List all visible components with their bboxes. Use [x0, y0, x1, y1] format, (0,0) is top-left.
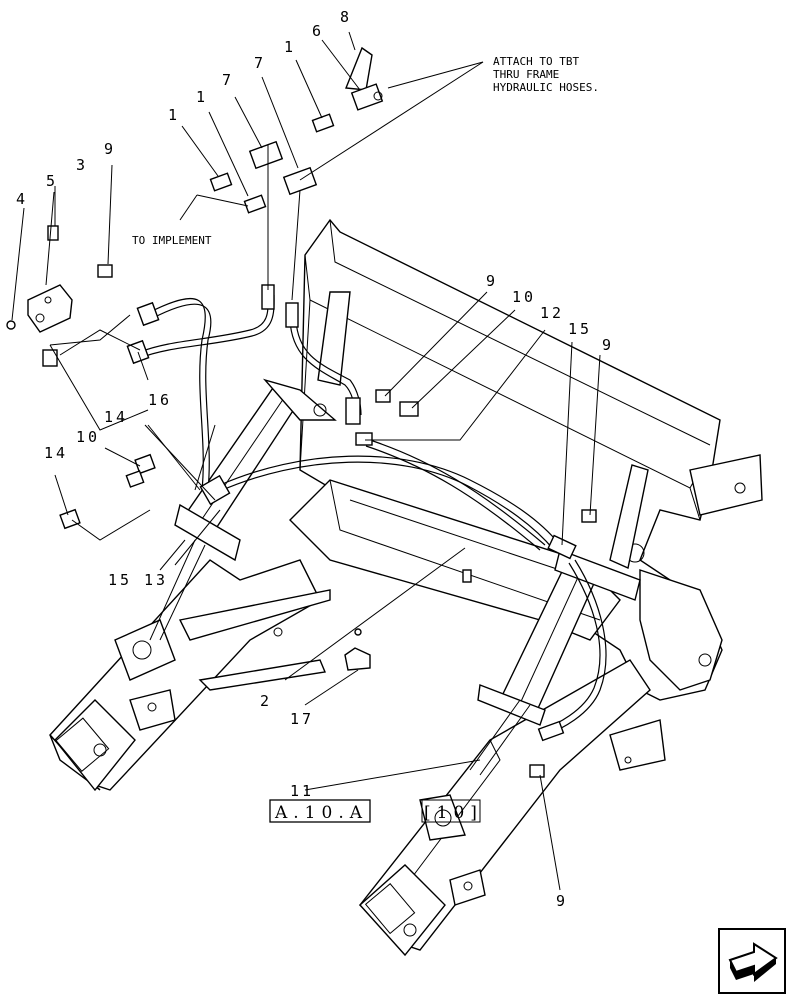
callout-9: 9 [104, 140, 116, 158]
hydraulic-hoses [139, 294, 607, 736]
callout-11: 11 [290, 782, 314, 800]
callout-1: 1 [168, 106, 180, 124]
callout-12: 12 [540, 304, 564, 322]
attach-note-line-1: ATTACH TO TBT [493, 55, 579, 68]
arrow-right-icon [728, 942, 778, 982]
callout-5: 5 [46, 172, 58, 190]
cross-member [289, 479, 621, 641]
callout-labels: 8 6 1 7 7 1 1 9 3 5 4 9 10 12 15 9 16 14… [16, 8, 614, 910]
callout-7: 7 [222, 71, 234, 89]
callout-1: 1 [284, 38, 296, 56]
section-reference[interactable]: A.10.A [10] [269, 799, 483, 823]
callout-9: 9 [556, 892, 568, 910]
callout-8: 8 [340, 8, 352, 26]
callout-15: 15 [568, 320, 592, 338]
next-page-button[interactable] [718, 928, 786, 994]
callout-6: 6 [312, 22, 324, 40]
callout-17: 17 [290, 710, 314, 728]
callout-10: 10 [512, 288, 536, 306]
attach-note-line-2: THRU FRAME [493, 68, 559, 81]
callout-4: 4 [16, 190, 28, 208]
notes: ATTACH TO TBT THRU FRAME HYDRAULIC HOSES… [132, 55, 599, 247]
section-reference-figure: [10] [424, 803, 483, 823]
section-reference-code: A.10.A [274, 803, 368, 823]
callout-15: 15 [108, 571, 132, 589]
callout-14: 14 [104, 408, 128, 426]
attach-note-line-3: HYDRAULIC HOSES. [493, 81, 599, 94]
callout-9: 9 [602, 336, 614, 354]
callout-2: 2 [260, 692, 272, 710]
callout-9: 9 [486, 272, 498, 290]
callout-14: 14 [44, 444, 68, 462]
callout-3: 3 [76, 156, 88, 174]
callout-1: 1 [196, 88, 208, 106]
to-implement-note: TO IMPLEMENT [132, 234, 212, 247]
right-lift-arm [359, 659, 666, 957]
fittings [6, 46, 597, 778]
callout-7: 7 [254, 54, 266, 72]
callout-10: 10 [76, 428, 100, 446]
callout-16: 16 [148, 391, 172, 409]
upright-posts [317, 291, 649, 569]
left-lift-arm [49, 559, 331, 792]
callout-13: 13 [144, 571, 168, 589]
leader-lines [11, 31, 601, 891]
